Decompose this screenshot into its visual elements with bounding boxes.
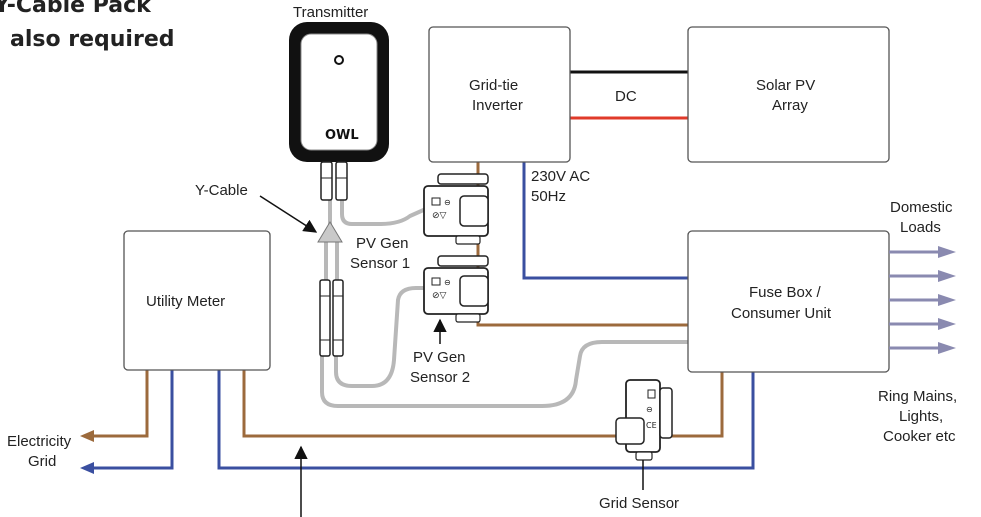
ac-label-line2: 50Hz: [531, 188, 566, 205]
svg-text:⊖: ⊖: [646, 405, 653, 414]
ycable-label: Y-Cable: [195, 182, 248, 199]
ycable-connector-right: [332, 279, 344, 357]
svg-text:⊘▽: ⊘▽: [432, 291, 447, 301]
inverter-label-line1: Grid-tie: [469, 77, 518, 94]
sensor1-label-line1: PV Gen: [356, 235, 409, 252]
dc-label: DC: [615, 88, 637, 105]
domestic-loads-line2: Loads: [900, 219, 941, 236]
transmitter-led-icon: [334, 55, 344, 65]
inverter-box: [428, 26, 571, 163]
grid-sensor-cable: [320, 340, 688, 408]
transmitter-logo: OWL: [325, 128, 359, 143]
sensor2-label-line2: Sensor 2: [410, 369, 470, 386]
fusebox-label-line2: Consumer Unit: [731, 305, 832, 322]
transmitter-label: Transmitter: [293, 4, 368, 21]
ring-mains-line1: Ring Mains,: [878, 388, 957, 405]
grid-neutral-arrow: [80, 462, 94, 474]
meter-to-fusebox-neutral-wire: [217, 370, 755, 470]
fusebox-label-line1: Fuse Box /: [749, 284, 822, 301]
pv-gen-sensor-2: ⊖ ⊘▽: [423, 255, 489, 323]
svg-text:⊘▽: ⊘▽: [432, 211, 447, 221]
inverter-live-wire: [476, 162, 688, 327]
transmitter-face: [300, 33, 378, 151]
sensor2-cable: [334, 286, 428, 388]
transmitter-port-left: [320, 161, 333, 201]
sensor1-cable: [340, 170, 429, 226]
ycable-splitter: [317, 221, 343, 243]
header-note-line1: Y-Cable Pack: [0, 0, 152, 18]
svg-text:⊖: ⊖: [444, 198, 451, 207]
transmitter-port-right: [335, 161, 348, 201]
domestic-load-arrows: [889, 246, 956, 354]
utility-meter-label: Utility Meter: [146, 293, 225, 310]
ycable-pointer-arrow: [259, 195, 318, 233]
solar-label-line1: Solar PV: [756, 77, 815, 94]
header-note-line2: also required: [10, 27, 175, 52]
grid-live-arrow: [80, 430, 94, 442]
sensor2-label-line1: PV Gen: [413, 349, 466, 366]
ycable-connector-left: [319, 279, 331, 357]
grid-sensor-label: Grid Sensor: [599, 495, 679, 512]
electricity-grid-line2: Grid: [28, 453, 56, 470]
grid-live-wire: [94, 370, 149, 438]
inverter-neutral-wire: [522, 162, 688, 280]
ring-mains-line3: Cooker etc: [883, 428, 956, 445]
grid-neutral-wire: [94, 370, 174, 470]
meter-to-fusebox-live-wire: [242, 370, 724, 438]
inverter-label-line2: Inverter: [472, 97, 523, 114]
pv-gen-sensor-1: ⊖ ⊘▽: [423, 173, 489, 245]
ac-label-line1: 230V AC: [531, 168, 590, 185]
svg-text:CE: CE: [646, 421, 657, 430]
solar-label-line2: Array: [772, 97, 808, 114]
sensor1-label-line2: Sensor 1: [350, 255, 410, 272]
domestic-loads-line1: Domestic: [890, 199, 953, 216]
svg-text:⊖: ⊖: [444, 278, 451, 287]
ring-mains-line2: Lights,: [899, 408, 943, 425]
grid-sensor: ⊖ CE: [615, 379, 673, 461]
solar-array-box: [687, 26, 890, 163]
fusebox-box: [687, 230, 890, 373]
utility-meter-box: [123, 230, 271, 371]
electricity-grid-line1: Electricity: [7, 433, 72, 450]
